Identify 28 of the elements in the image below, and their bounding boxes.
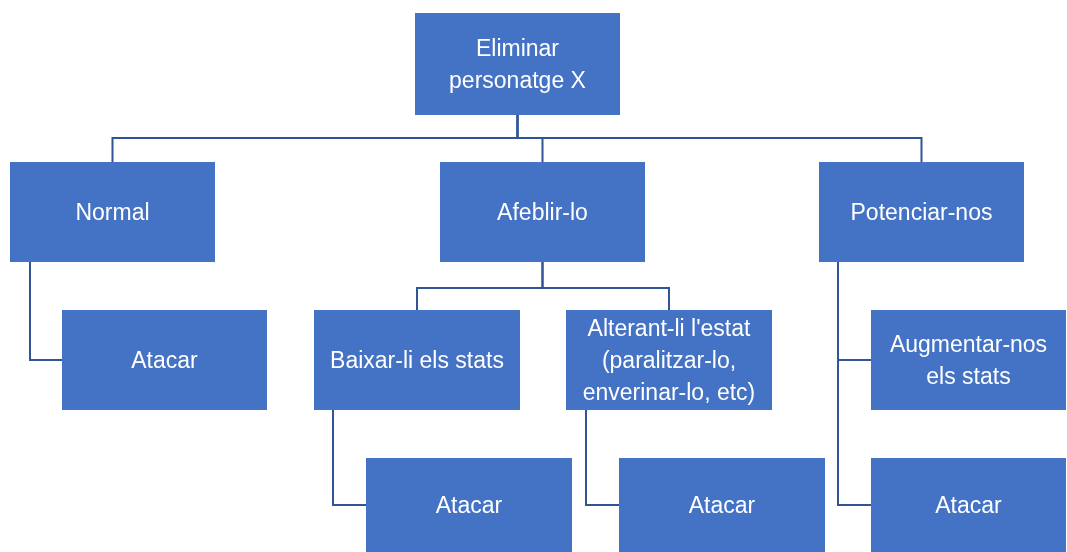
- box-label: Atacar: [131, 345, 198, 375]
- process-box: [871, 310, 1066, 410]
- process-box: [62, 310, 267, 410]
- process-box: [415, 13, 620, 115]
- process-box: [871, 458, 1066, 552]
- connector-line: [29, 261, 63, 361]
- process-box: [566, 310, 772, 410]
- process-box: [10, 162, 215, 262]
- box-label: Atacar: [435, 490, 503, 520]
- connector-line: [332, 409, 367, 506]
- connector-line: [585, 409, 620, 506]
- box-label: Alterant-li l'estat (paralitzar-lo, enverinar-lo, etc): [581, 313, 757, 408]
- process-box: [366, 458, 572, 552]
- process-box: [314, 310, 520, 410]
- process-box: [440, 162, 645, 262]
- process-box: [819, 162, 1024, 262]
- box-label: Afeblir-lo: [497, 197, 588, 227]
- box-label: Eliminar personatge X: [448, 33, 587, 95]
- box-label: Atacar: [688, 490, 756, 520]
- box-label: Normal: [75, 197, 150, 227]
- connector-line: [837, 261, 872, 506]
- process-box: [619, 458, 825, 552]
- box-label: Augmentar-nos els stats: [888, 329, 1049, 391]
- box-label: Potenciar-nos: [850, 197, 993, 227]
- box-label: Atacar: [935, 490, 1002, 520]
- connector-line: [516, 114, 923, 163]
- connector-line: [541, 261, 670, 311]
- box-label: Baixar-li els stats: [330, 345, 504, 375]
